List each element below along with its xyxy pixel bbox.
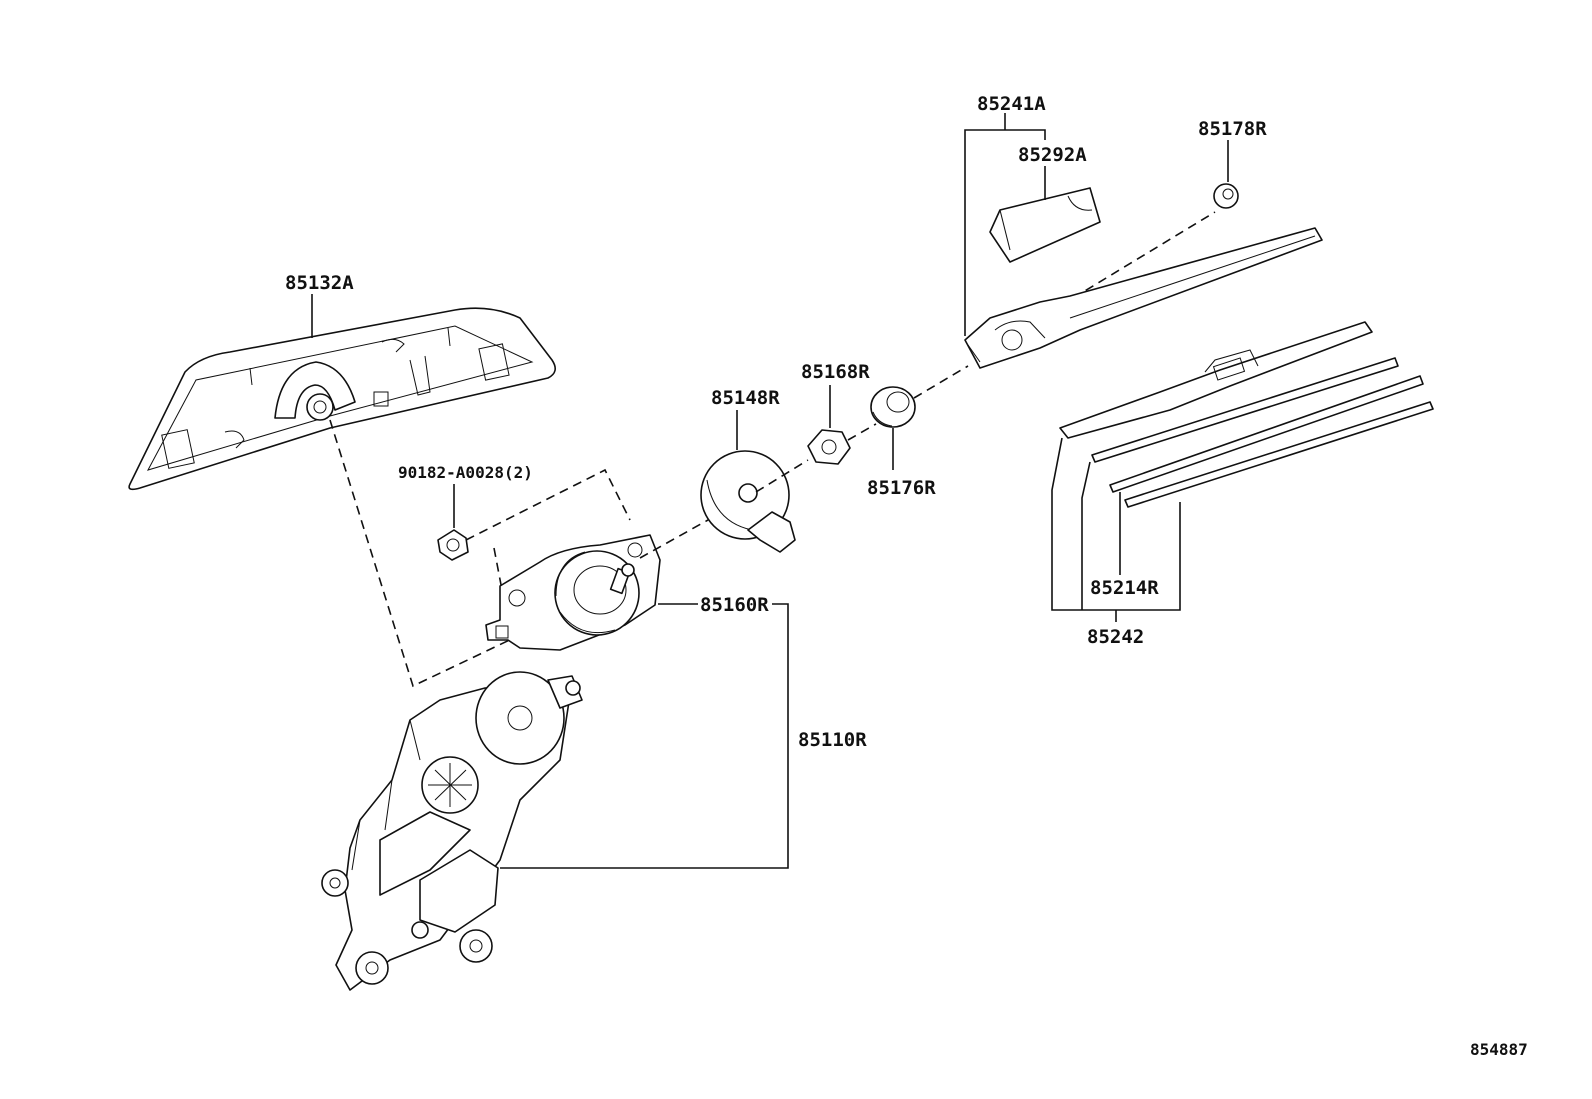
wiper-arm-85241A[interactable]: [964, 227, 1323, 369]
label-85148R: 85148R: [711, 387, 780, 409]
cap-85178R[interactable]: [1213, 183, 1239, 209]
cap-85148R[interactable]: [700, 450, 796, 553]
label-85168R: 85168R: [801, 361, 870, 383]
diagram-id: 854887: [1470, 1040, 1528, 1059]
cover-85292A[interactable]: [989, 187, 1101, 263]
blade-rubber-85214R[interactable]: [1091, 357, 1434, 508]
label-85178R: 85178R: [1198, 118, 1267, 140]
nut-85168R[interactable]: [807, 429, 851, 465]
label-85132A: 85132A: [285, 272, 354, 294]
label-85214R: 85214R: [1090, 577, 1159, 599]
cover-85132A[interactable]: [128, 307, 556, 491]
label-85242: 85242: [1087, 626, 1144, 648]
bolt-90182-A0028[interactable]: [437, 529, 469, 561]
label-85160R: 85160R: [700, 594, 769, 616]
label-90182-A0028: 90182-A0028(2): [398, 463, 533, 482]
bracket-85160R[interactable]: [485, 534, 661, 651]
label-85110R: 85110R: [798, 729, 867, 751]
wiper-blade-85242[interactable]: [1059, 321, 1373, 439]
label-85292A: 85292A: [1018, 144, 1087, 166]
wiper-motor-85110R[interactable]: [321, 671, 583, 991]
washer-85176R[interactable]: [870, 386, 916, 428]
label-85176R: 85176R: [867, 477, 936, 499]
label-85241A: 85241A: [977, 93, 1046, 115]
